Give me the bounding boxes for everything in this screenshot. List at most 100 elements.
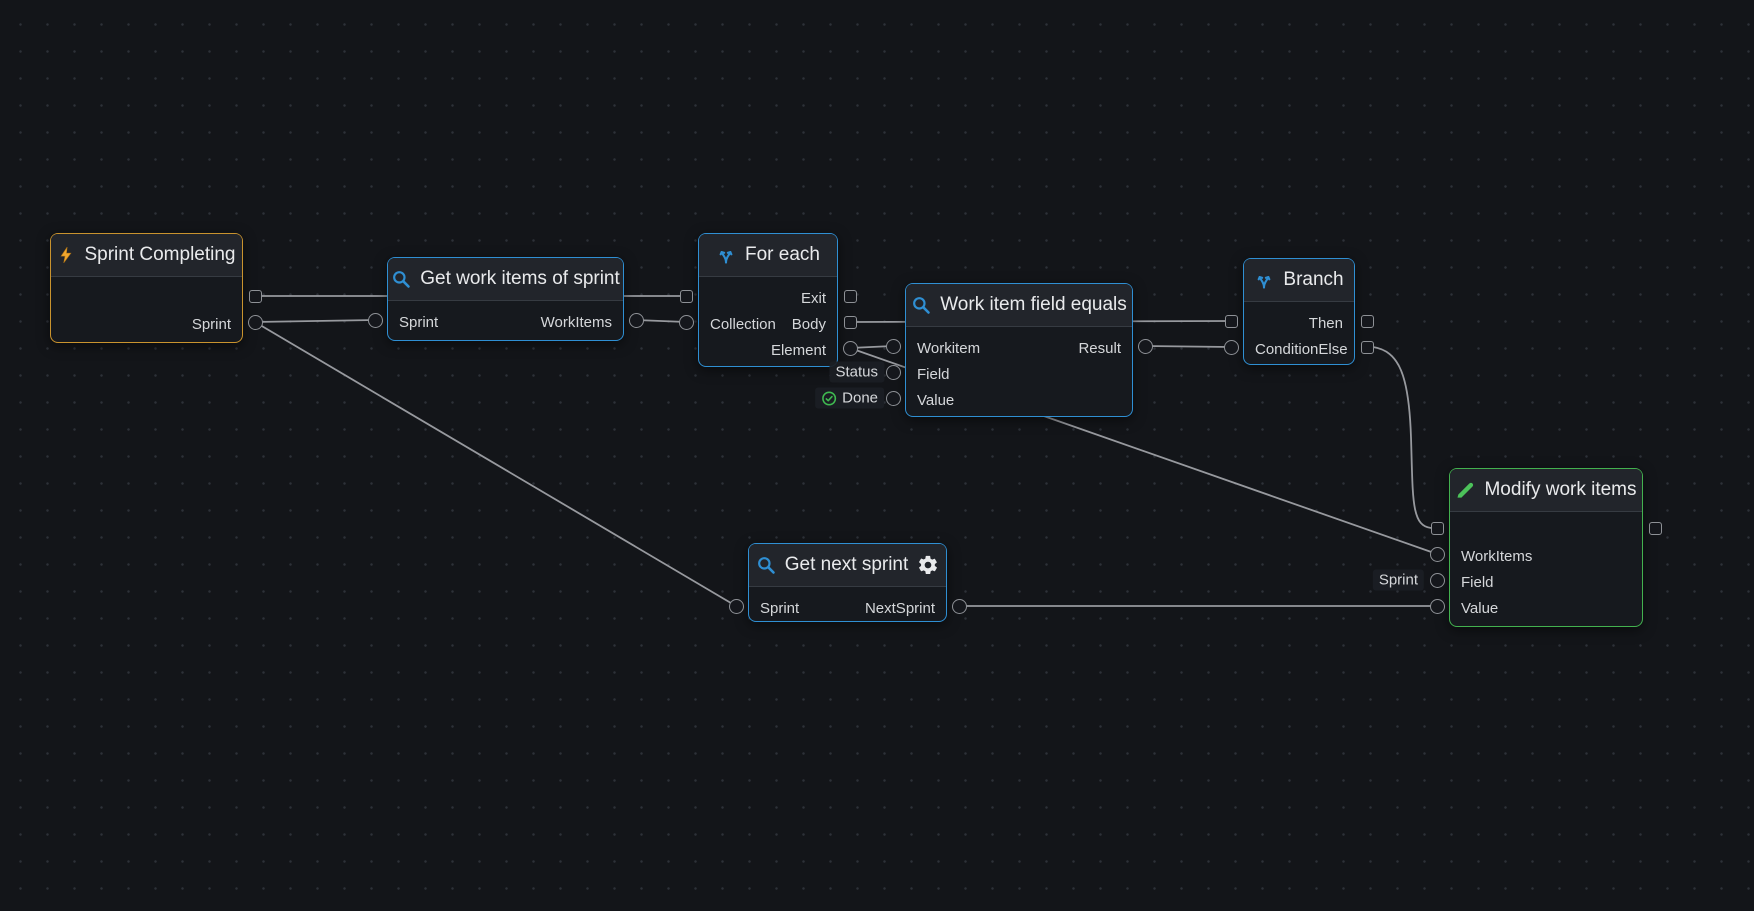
value-chip-text: Sprint (1378, 571, 1418, 589)
search-icon (391, 269, 411, 289)
node-title: Sprint Completing (84, 244, 236, 265)
node-row: Workitem Result (906, 335, 1132, 361)
port-br-exec-in[interactable] (1224, 314, 1238, 328)
value-chip-status[interactable]: Status (829, 361, 884, 383)
port-fe-element-out[interactable] (842, 340, 858, 356)
port-gw-sprint-in[interactable] (367, 312, 383, 328)
port-gn-nextsprint-out[interactable] (951, 598, 967, 614)
node-row: Value (906, 387, 1132, 413)
port-fe-exit-out[interactable] (843, 289, 857, 303)
port-label-left: Value (1461, 599, 1499, 617)
node-row: Field (1450, 569, 1642, 595)
node-row (51, 285, 242, 311)
node-row (1450, 517, 1642, 543)
port-label-right: Else (1318, 340, 1348, 358)
port-gw-workitems-out[interactable] (628, 312, 644, 328)
value-chip-done[interactable]: Done (815, 387, 884, 409)
port-gn-sprint-in[interactable] (728, 598, 744, 614)
port-mw-exec-out[interactable] (1648, 521, 1662, 535)
wire-sc-sprint-out--gn-sprint-in[interactable] (254, 321, 737, 607)
node-body: Sprint WorkItems (388, 301, 623, 335)
port-label-right: Body (791, 315, 826, 333)
port-label-left: Workitem (917, 339, 981, 357)
port-label-right: WorkItems (540, 313, 612, 331)
node-header: Get work items of sprint (388, 258, 623, 301)
node-row: Sprint (51, 311, 242, 337)
port-fe-exec-in[interactable] (679, 289, 693, 303)
wire-wi-result-out--br-condition-in[interactable] (1144, 345, 1232, 348)
port-mw-exec-in[interactable] (1430, 521, 1444, 535)
wire-gw-workitems-out--fe-collection-in[interactable] (635, 319, 687, 323)
port-mw-value-in[interactable] (1429, 598, 1445, 614)
node-row: Then (1244, 310, 1354, 336)
port-label-left: Sprint (399, 313, 439, 331)
value-chip-text: Status (835, 363, 878, 381)
gear-icon[interactable] (917, 554, 939, 576)
port-label-left: Collection (710, 315, 776, 333)
node-row: Field (906, 361, 1132, 387)
port-wi-workitem-in[interactable] (885, 338, 901, 354)
wire-sc-sprint-out--gw-sprint-in[interactable] (254, 319, 376, 323)
port-fe-body-out[interactable] (843, 315, 857, 329)
port-label-left: WorkItems (1461, 547, 1533, 565)
port-br-then-out[interactable] (1360, 314, 1374, 328)
node-title: Get next sprint (784, 554, 909, 575)
port-label-right: NextSprint (864, 599, 935, 617)
node-row: Sprint WorkItems (388, 309, 623, 335)
node-header: Get next sprint (749, 544, 946, 587)
lightning-icon (57, 244, 75, 266)
node-title: Modify work items (1484, 479, 1637, 500)
node-header: Branch (1244, 259, 1354, 302)
search-icon (911, 295, 931, 315)
port-label-right: Result (1078, 339, 1121, 357)
port-label-right: Sprint (191, 315, 231, 333)
node-row: Exit (699, 285, 837, 311)
port-wi-field-in[interactable] (885, 364, 901, 380)
node-row: Sprint NextSprint (749, 595, 946, 621)
node-header: Modify work items (1450, 469, 1642, 512)
port-mw-workitems-in[interactable] (1429, 546, 1445, 562)
port-wi-result-out[interactable] (1137, 338, 1153, 354)
fork-icon (1254, 270, 1274, 290)
node-header: For each (699, 234, 837, 277)
port-label-left: Value (917, 391, 955, 409)
node-body: Sprint NextSprint (749, 587, 946, 621)
node-row: WorkItems (1450, 543, 1642, 569)
fork-icon (716, 245, 736, 265)
port-sc-exec-out[interactable] (248, 289, 262, 303)
port-br-else-out[interactable] (1360, 340, 1374, 354)
wire-br-else-out--mw-exec-in[interactable] (1372, 346, 1432, 529)
port-mw-field-in[interactable] (1429, 572, 1445, 588)
port-wi-value-in[interactable] (885, 390, 901, 406)
node-title: Work item field equals (940, 294, 1127, 315)
node-header: Sprint Completing (51, 234, 242, 277)
port-label-right: Then (1308, 314, 1343, 332)
node-row: Element (699, 337, 837, 363)
port-br-condition-in[interactable] (1223, 339, 1239, 355)
port-label-left: Condition (1255, 340, 1319, 358)
port-fe-collection-in[interactable] (678, 314, 694, 330)
search-icon (756, 555, 776, 575)
port-sc-sprint-out[interactable] (247, 314, 263, 330)
port-label-left: Sprint (760, 599, 800, 617)
node-title: For each (745, 244, 820, 265)
port-label-right: Exit (800, 289, 826, 307)
port-label-left: Field (917, 365, 950, 383)
value-chip-sprint[interactable]: Sprint (1372, 569, 1424, 591)
node-body: Sprint (51, 277, 242, 337)
node-header: Work item field equals (906, 284, 1132, 327)
node-title: Branch (1283, 269, 1344, 290)
